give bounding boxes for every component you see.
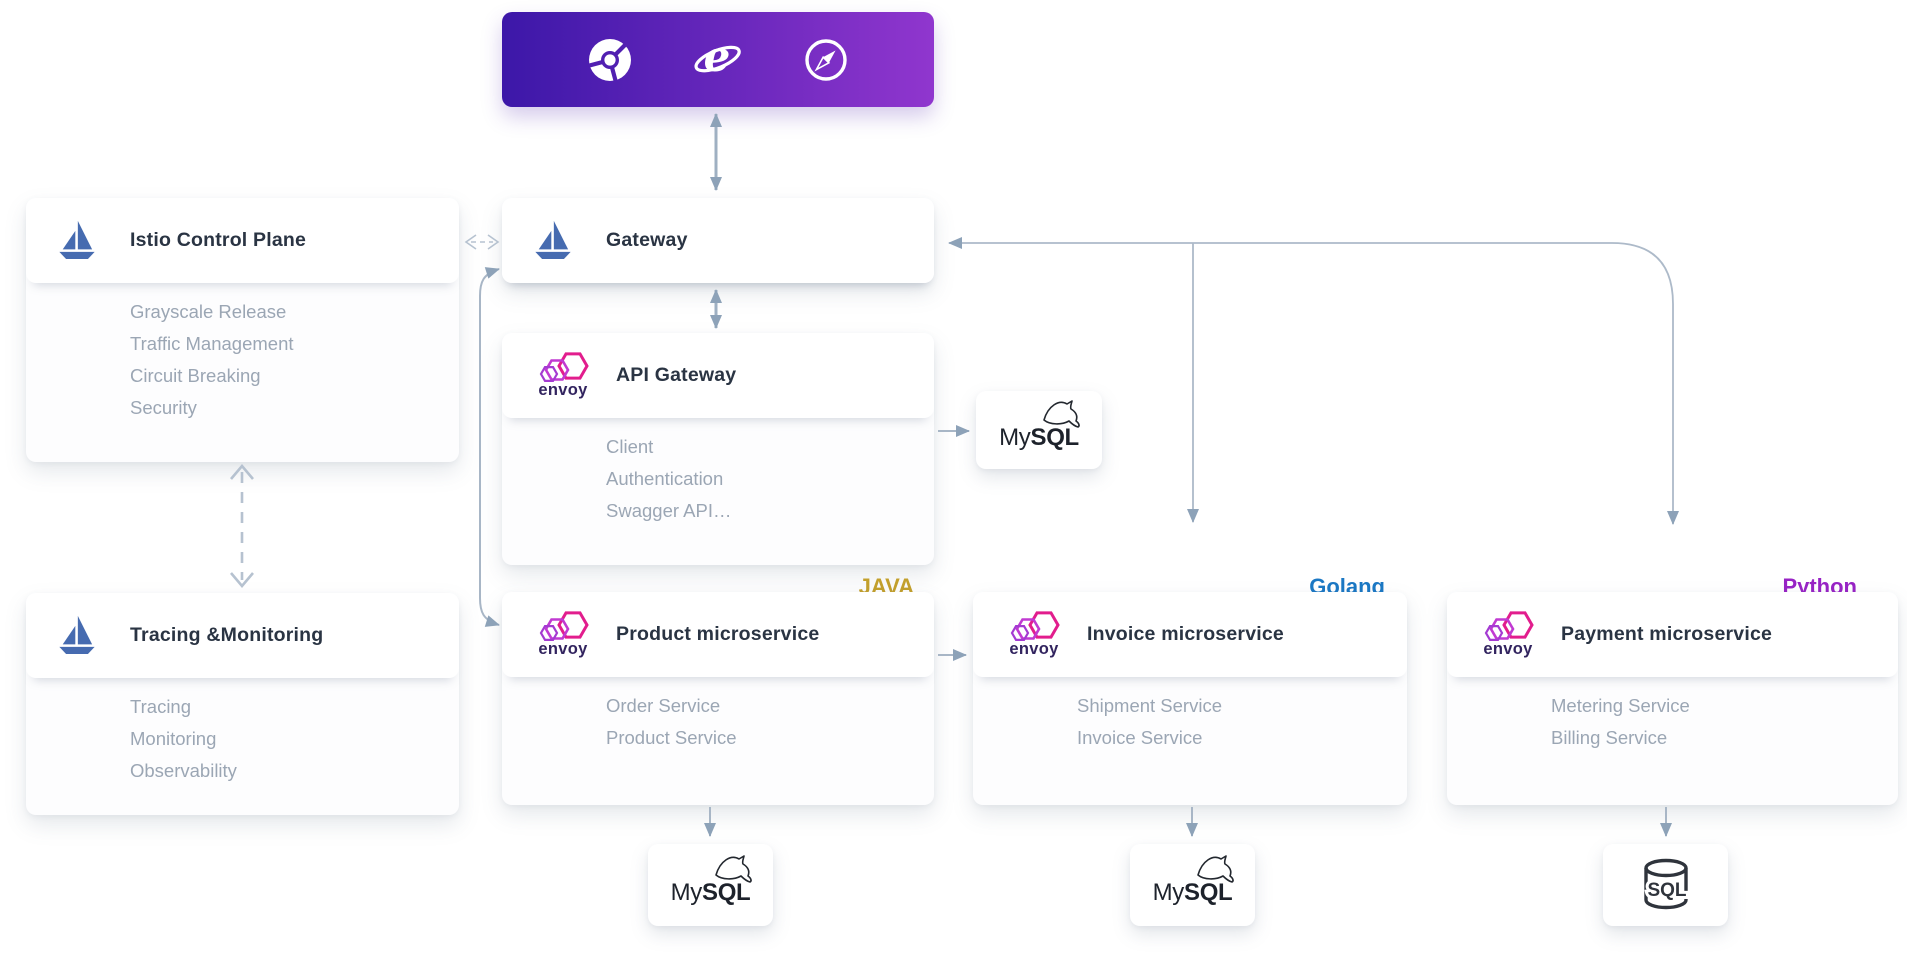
istio-control-plane-items: Grayscale Release Traffic Management Cir… [26,283,459,424]
mysql-dolphin-icon [714,855,752,883]
istio-logo-icon [535,220,571,259]
list-item: Product Service [606,727,737,748]
product-microservice-title: Product microservice [616,623,820,645]
envoy-wordmark: envoy [1009,640,1059,658]
gateway-card: Gateway [502,198,934,283]
list-item: Order Service [606,695,721,716]
envoy-wordmark: envoy [538,381,588,399]
mysql-logo: MySQL [999,400,1080,452]
product-microservice-items: Order Service Product Service [502,677,934,754]
list-item: Invoice Service [1077,727,1203,748]
sql-payment-db-card: SQL [1603,844,1728,926]
payment-microservice-card: envoy Payment microservice Metering Serv… [1447,592,1898,805]
db-label: SQL [701,879,751,906]
api-gateway-header: envoy API Gateway [502,333,934,418]
api-gateway-card: envoy API Gateway Client Authentication … [502,333,934,565]
list-item: Metering Service [1551,695,1690,716]
mysql-logo: MySQL [1153,855,1234,907]
list-item: Security [130,397,197,418]
tracing-monitoring-title: Tracing &Monitoring [130,624,324,646]
mysql-api-db-card: MySQL [976,391,1102,469]
arrow-gateway-product [479,267,500,627]
envoy-wordmark: envoy [538,640,588,658]
tracing-monitoring-items: Tracing Monitoring Observability [26,678,459,787]
invoice-microservice-title: Invoice microservice [1087,623,1284,645]
api-gateway-title: API Gateway [616,364,737,386]
svg-text:e: e [704,37,731,81]
invoice-microservice-card: envoy Invoice microservice Shipment Serv… [973,592,1407,805]
envoy-logo-icon: envoy [1003,610,1065,659]
envoy-wordmark: envoy [1483,640,1533,658]
arrow-controlplane-gateway [464,234,500,250]
product-microservice-header: envoy Product microservice [502,592,934,677]
list-item: Client [606,436,654,457]
istio-logo-icon [59,615,95,654]
istio-control-plane-header: Istio Control Plane [26,198,459,283]
payment-microservice-title: Payment microservice [1561,623,1773,645]
sql-database-icon: SQL [1643,858,1689,910]
invoice-microservice-header: envoy Invoice microservice [973,592,1407,677]
list-item: Swagger API… [606,500,732,521]
invoice-microservice-items: Shipment Service Invoice Service [973,677,1407,754]
istio-logo-icon [59,220,95,259]
list-item: Monitoring [130,728,217,749]
mysql-invoice-db-card: MySQL [1130,844,1255,926]
list-item: Billing Service [1551,727,1668,748]
ie-icon: e [694,37,741,81]
gateway-header: Gateway [502,198,934,283]
arrow-gateway-payment [948,237,1679,525]
payment-microservice-items: Metering Service Billing Service [1447,677,1898,754]
tracing-monitoring-header: Tracing &Monitoring [26,593,459,678]
mysql-dolphin-icon [1196,855,1234,883]
safari-icon [805,38,847,81]
tracing-monitoring-card: Tracing &Monitoring Tracing Monitoring O… [26,593,459,815]
istio-control-plane-title: Istio Control Plane [130,229,307,251]
list-item: Circuit Breaking [130,365,261,386]
arrow-controlplane-tracing [230,463,254,589]
mysql-dolphin-icon [1043,400,1080,428]
mysql-product-db-card: MySQL [648,844,773,926]
list-item: Tracing [130,696,192,717]
product-microservice-card: envoy Product microservice Order Service… [502,592,934,805]
list-item: Traffic Management [130,333,294,354]
envoy-logo-icon: envoy [532,610,594,659]
db-label: SQL [1030,424,1079,451]
envoy-logo-icon: envoy [1477,610,1539,659]
db-label: SQL [1647,880,1686,901]
mysql-logo: MySQL [671,855,752,907]
gateway-title: Gateway [606,229,688,251]
envoy-logo-icon: envoy [532,351,594,400]
list-item: Grayscale Release [130,301,287,322]
payment-microservice-header: envoy Payment microservice [1447,592,1898,677]
list-item: Authentication [606,468,724,489]
istio-control-plane-card: Istio Control Plane Grayscale Release Tr… [26,198,459,462]
db-label: SQL [1183,879,1233,906]
browser-bar: e [502,12,934,107]
api-gateway-items: Client Authentication Swagger API… [502,418,934,527]
chrome-icon [588,38,631,81]
list-item: Shipment Service [1077,695,1222,716]
list-item: Observability [130,760,237,781]
